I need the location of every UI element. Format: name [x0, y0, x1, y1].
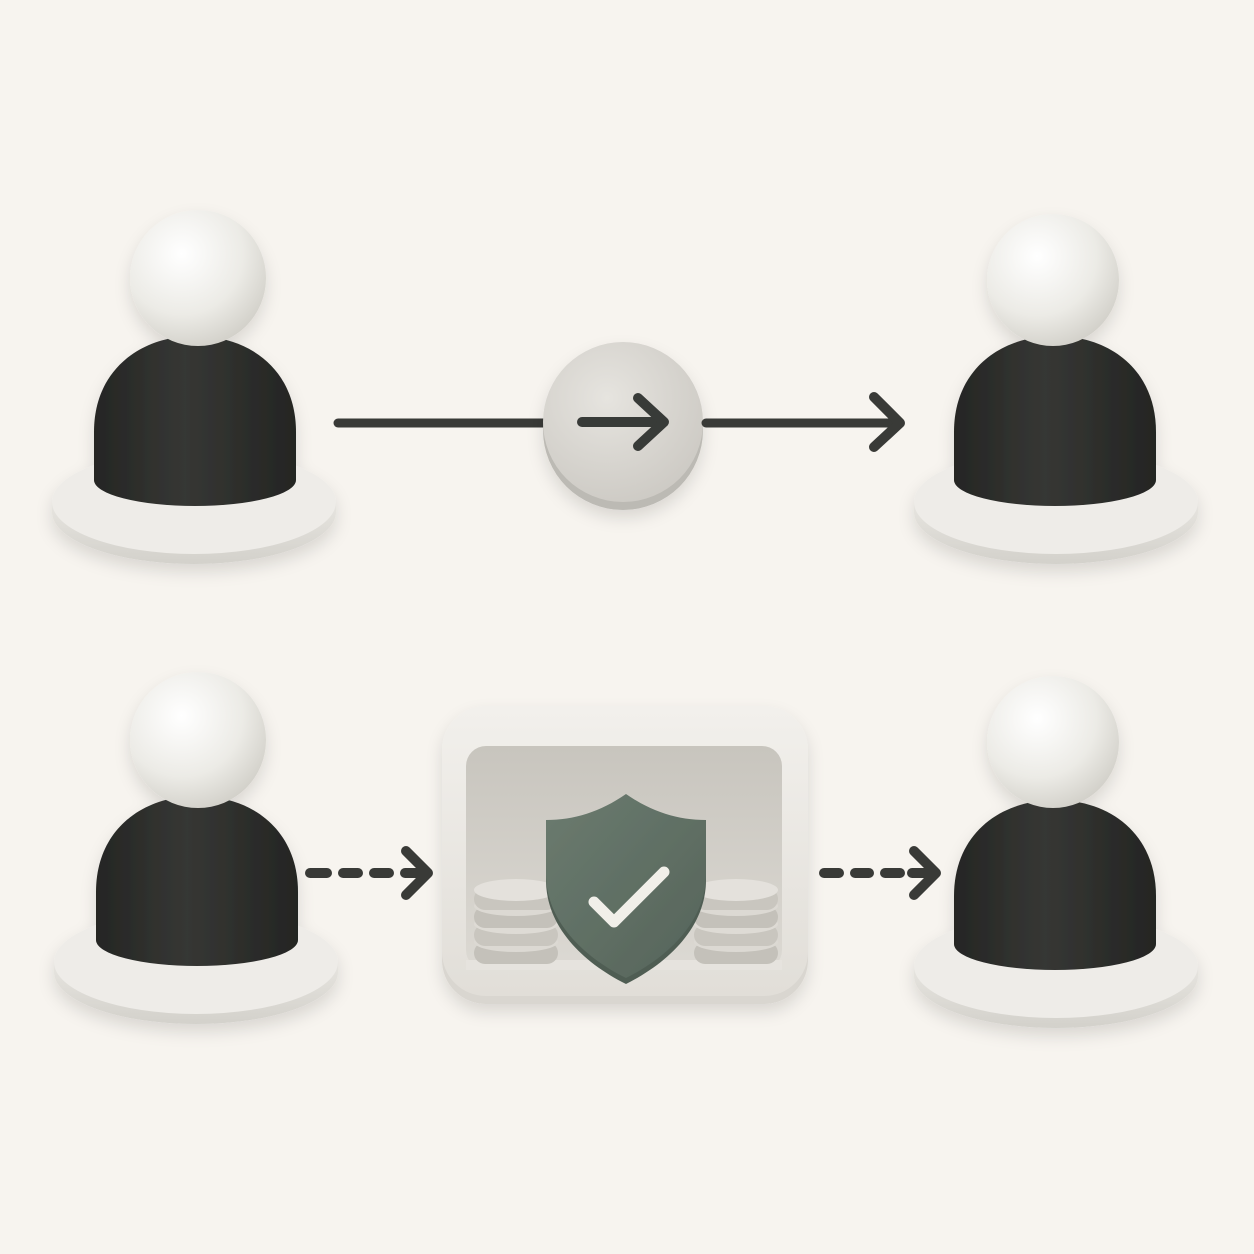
arrowhead-icon	[869, 392, 905, 452]
coin-stack-icon-2	[694, 879, 778, 964]
sender-person-icon	[52, 210, 336, 564]
shield-check-icon	[546, 794, 706, 984]
receiver-person-icon	[914, 214, 1198, 564]
dashed-connector-right	[819, 846, 941, 900]
arrow-right-icon	[577, 393, 669, 451]
row-escrow-transfer	[54, 672, 1198, 1028]
check-icon	[588, 866, 670, 928]
receiver-person-icon-2	[914, 676, 1198, 1028]
escrow-box	[442, 706, 808, 1004]
sender-person-icon-2	[54, 672, 338, 1024]
arrow-token	[543, 342, 703, 510]
row-direct-transfer	[52, 210, 1198, 564]
coin-stack-icon	[474, 879, 558, 964]
dashed-connector-left	[305, 846, 433, 900]
